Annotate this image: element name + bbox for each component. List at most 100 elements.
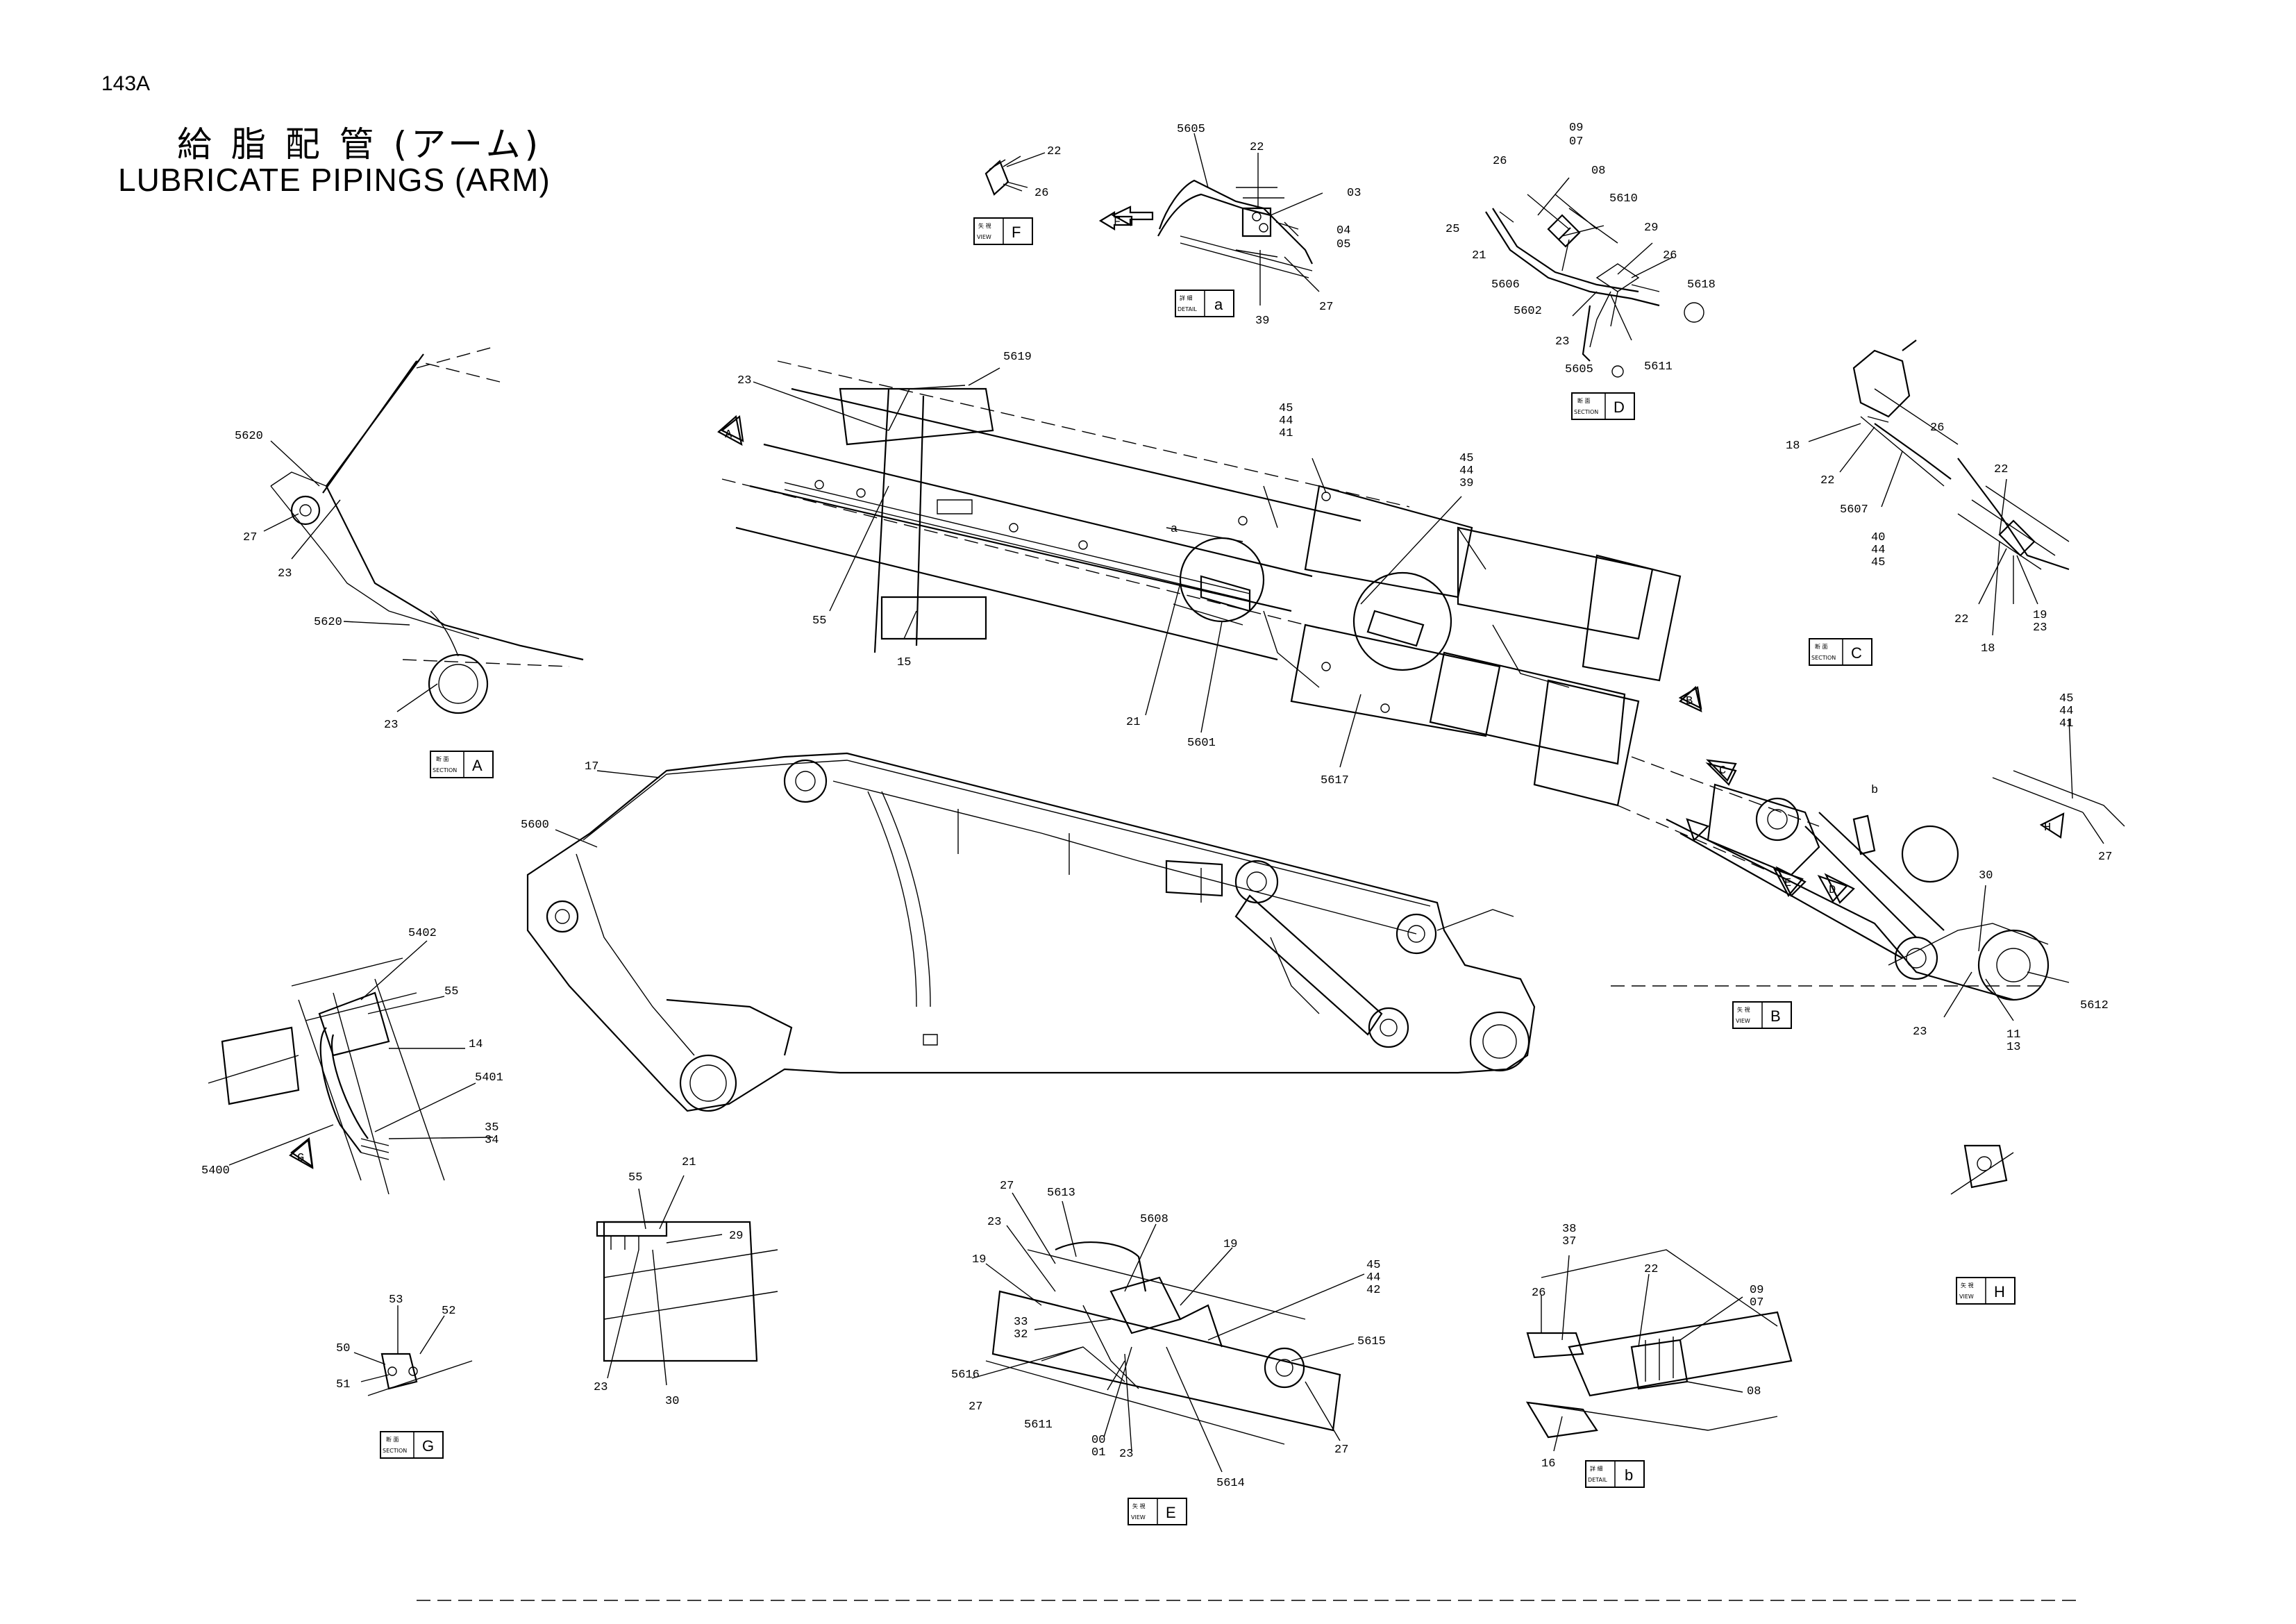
svg-text:H: H xyxy=(2044,821,2051,835)
svg-text:G: G xyxy=(422,1437,434,1455)
part-label: 5607 xyxy=(1840,503,1868,517)
part-label: 19 xyxy=(2033,609,2047,622)
part-label: 5600 xyxy=(521,819,549,832)
part-label: 37 xyxy=(1562,1235,1576,1248)
part-label: 23 xyxy=(987,1216,1001,1229)
part-label: 5611 xyxy=(1024,1418,1053,1432)
part-label: 55 xyxy=(812,614,826,628)
part-label: 09 xyxy=(1569,122,1583,135)
svg-text:b: b xyxy=(1625,1466,1633,1484)
part-label: 44 xyxy=(1366,1271,1380,1284)
part-label: 5612 xyxy=(2080,999,2109,1012)
part-label: 34 xyxy=(485,1134,498,1147)
view-e-drawing xyxy=(985,1241,1341,1445)
svg-text:E: E xyxy=(1784,877,1791,890)
part-label: 21 xyxy=(1126,716,1140,729)
part-label: 22 xyxy=(1250,141,1264,154)
view-b-drawing xyxy=(1611,756,2125,1001)
part-label: 5620 xyxy=(314,616,342,629)
part-label: 23 xyxy=(594,1381,607,1394)
part-label: 39 xyxy=(1459,477,1473,490)
part-label: 08 xyxy=(1747,1385,1761,1398)
detail-tag-b: 詳 細 DETAIL b xyxy=(1585,1460,1645,1488)
part-label: 5618 xyxy=(1687,278,1716,292)
leader-lines xyxy=(228,133,2104,1473)
part-label: 19 xyxy=(972,1253,986,1266)
part-label: 39 xyxy=(1255,315,1269,328)
part-label: 5613 xyxy=(1047,1187,1075,1200)
svg-text:A: A xyxy=(725,428,732,442)
part-label: 03 xyxy=(1347,187,1361,200)
view-tag-f: 矢 視 VIEW F xyxy=(973,217,1033,245)
section-d-drawing xyxy=(1485,194,1704,378)
part-label: 45 xyxy=(1366,1259,1380,1272)
section-c-drawing xyxy=(1852,340,2070,571)
part-label: 5400 xyxy=(201,1164,230,1178)
page-number: 143A xyxy=(101,72,151,95)
svg-text:VIEW: VIEW xyxy=(1736,1018,1750,1024)
part-label: 23 xyxy=(2033,621,2047,635)
svg-text:a: a xyxy=(1214,296,1223,313)
part-label: 29 xyxy=(1644,221,1658,235)
svg-text:D: D xyxy=(1614,399,1625,416)
svg-text:断 面: 断 面 xyxy=(1815,643,1828,650)
view-tag-h: 矢 視 VIEW H xyxy=(1956,1277,2016,1305)
part-label: 15 xyxy=(897,656,911,669)
part-label: 21 xyxy=(682,1156,696,1169)
part-label: 5608 xyxy=(1140,1213,1168,1226)
part-label: 18 xyxy=(1981,642,1995,655)
part-label: 53 xyxy=(389,1294,403,1307)
svg-text:H: H xyxy=(1994,1283,2005,1300)
svg-text:SECTION: SECTION xyxy=(383,1448,407,1454)
part-label: 5614 xyxy=(1216,1477,1245,1490)
part-label: 13 xyxy=(2006,1041,2020,1054)
part-label: 5617 xyxy=(1321,774,1349,787)
detail-tag-a: 詳 細 DETAIL a xyxy=(1175,290,1234,317)
svg-text:B: B xyxy=(1686,695,1693,708)
part-label: 52 xyxy=(442,1305,455,1318)
part-label: 00 xyxy=(1091,1434,1105,1447)
part-label: 23 xyxy=(384,719,398,732)
svg-text:F: F xyxy=(1012,224,1021,241)
part-label: 33 xyxy=(1014,1316,1028,1329)
part-label: 22 xyxy=(1954,613,1968,626)
view-f-drawing xyxy=(984,156,1023,196)
part-label: 45 xyxy=(1871,556,1885,569)
part-label: 07 xyxy=(1569,135,1583,149)
svg-text:矢 視: 矢 視 xyxy=(978,222,991,229)
part-label: 42 xyxy=(1366,1284,1380,1297)
arrow-marker-e: E xyxy=(1773,868,1804,897)
svg-text:E: E xyxy=(1166,1504,1176,1521)
svg-text:G: G xyxy=(297,1152,304,1165)
part-label: 44 xyxy=(1871,544,1885,557)
svg-text:VIEW: VIEW xyxy=(1131,1514,1146,1521)
part-label: 5620 xyxy=(235,430,263,443)
part-label: 5619 xyxy=(1003,351,1032,364)
part-label: 04 xyxy=(1336,224,1350,237)
title-japanese: 給 脂 配 管 (アーム) xyxy=(177,124,543,165)
part-label: 26 xyxy=(1493,155,1507,168)
part-label: 29 xyxy=(729,1230,743,1243)
part-label: 41 xyxy=(1279,427,1293,440)
arrow-marker-h: H xyxy=(2039,812,2065,839)
part-label: 40 xyxy=(1871,531,1885,544)
detail-marker-b: b xyxy=(1871,784,1878,797)
svg-text:矢 視: 矢 視 xyxy=(1961,1282,1974,1289)
svg-text:詳 細: 詳 細 xyxy=(1180,294,1193,301)
section-tag-g: 断 面 SECTION G xyxy=(380,1431,444,1459)
part-label: 5402 xyxy=(408,927,437,940)
part-label: 41 xyxy=(2059,717,2073,730)
svg-text:C: C xyxy=(1851,644,1862,662)
part-label: 38 xyxy=(1562,1223,1576,1236)
detail-a-drawing xyxy=(1111,179,1313,278)
part-label: 23 xyxy=(278,567,292,580)
part-label: 23 xyxy=(1119,1448,1133,1461)
svg-text:DETAIL: DETAIL xyxy=(1588,1477,1607,1483)
arrow-marker-c: C xyxy=(1706,759,1737,782)
section-g-upper-drawing xyxy=(208,957,445,1195)
part-label: 44 xyxy=(1279,415,1293,428)
view-tag-e: 矢 視 VIEW E xyxy=(1128,1498,1187,1525)
part-label: 35 xyxy=(485,1121,498,1135)
